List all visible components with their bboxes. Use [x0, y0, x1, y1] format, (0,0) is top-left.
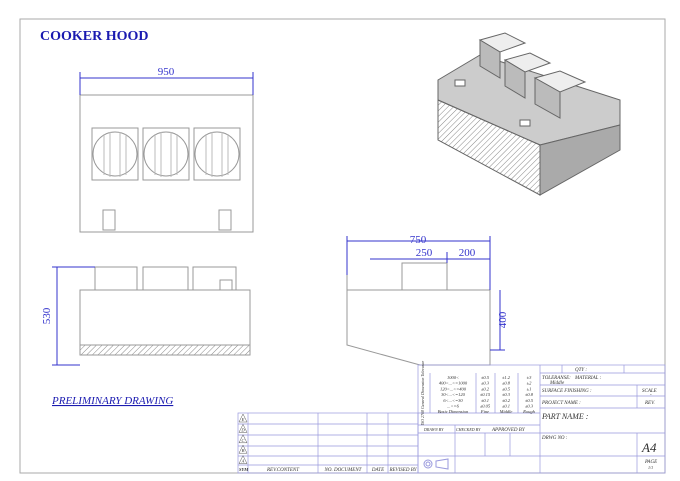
scale-label: SCALE	[642, 389, 657, 394]
tolerance-label: TOLERANSE:	[542, 376, 571, 381]
tolerance-fine: Fine	[480, 409, 489, 414]
revision-triangle-icon	[238, 423, 248, 433]
dim-top-right: 200	[459, 247, 476, 259]
rev-header-revised: REVISED BY	[388, 468, 417, 473]
revision-symbol: A	[241, 459, 245, 464]
part-name-label: PART NAME :	[541, 412, 589, 421]
tolerance-rough: Rough	[522, 409, 535, 414]
title-block-labels: QTY : TOLERANSE: Middle MATERIAL : SURFA…	[423, 368, 657, 470]
rev-header-sym: SYM	[239, 467, 249, 472]
section-view	[346, 236, 505, 366]
tolerance-range: Basic Dimension	[438, 409, 469, 414]
tolerance-fine: ±0.1	[481, 398, 489, 403]
rev-header-content: REV.CONTENT	[266, 468, 300, 473]
rev-label: REV.	[644, 401, 655, 406]
tolerance-range: ...<=6	[447, 404, 459, 409]
dim-side-depth: 400	[497, 311, 509, 328]
scale-value: -	[650, 393, 652, 398]
isometric-view	[437, 32, 621, 196]
tolerance-range: 30<...<=120	[441, 392, 465, 397]
tolerance-rough: ±1	[527, 386, 532, 391]
side-view	[52, 266, 251, 366]
tolerance-middle: ±0.3	[502, 392, 511, 397]
tolerance-fine: ±0.2	[481, 386, 490, 391]
projection-symbol-icon	[423, 458, 449, 470]
tolerance-rough: ±2	[527, 381, 532, 386]
tolerance-rough: ±0.5	[525, 398, 534, 403]
checked-by-label: CHECKED BY	[456, 427, 481, 432]
project-label: PROJECT NAME :	[541, 401, 581, 406]
drawing-number-label: DRWG NO :	[541, 436, 568, 441]
revision-triangle-icon	[238, 413, 248, 423]
tolerance-table: ISO 2768 General Dimension Tolerance	[420, 361, 425, 427]
revision-table	[237, 412, 419, 474]
tolerance-value: Middle	[549, 381, 565, 386]
title-block	[417, 364, 666, 474]
revision-triangle-icon	[238, 434, 248, 444]
preliminary-note: PRELIMINARY DRAWING	[51, 395, 173, 407]
page-value: 1/1	[648, 465, 653, 470]
material-label: MATERIAL :	[574, 376, 602, 381]
tolerance-middle: ±0.5	[502, 386, 511, 391]
surface-label: SURFACE FINISHING :	[542, 389, 592, 394]
tolerance-rough: ±0.8	[525, 392, 534, 397]
dim-top-left: 250	[416, 247, 433, 259]
rev-header-doc: NO. DOCUMENT	[324, 468, 363, 473]
drawn-by-label: DRAWN BY	[423, 427, 444, 432]
tolerance-fine: ±0.5	[481, 375, 490, 380]
rev-header-date: DATE	[371, 468, 384, 473]
tolerance-range: 400<...<=1000	[439, 381, 468, 386]
dim-top-total: 750	[410, 234, 427, 246]
tolerance-fine: ±0.15	[480, 392, 491, 397]
tolerance-rough: ±0.3	[525, 404, 534, 409]
revision-symbol: D	[240, 427, 245, 432]
page-label: PAGE	[644, 460, 657, 465]
tolerance-range: 1000<	[447, 375, 459, 380]
tolerance-side-label: ISO 2768 General Dimension Tolerance	[420, 361, 425, 427]
tolerance-middle: ±0.8	[502, 381, 511, 386]
revision-triangle-icon	[238, 444, 248, 454]
approved-by-label: APPROVED BY	[491, 428, 526, 433]
tolerance-middle: ±0.2	[502, 398, 511, 403]
revision-symbol: B	[242, 448, 245, 453]
paper-size: A4	[641, 440, 657, 455]
drawing-title: COOKER HOOD	[40, 29, 149, 44]
dim-side-height: 530	[41, 307, 53, 324]
tolerance-middle: ±0.1	[502, 404, 510, 409]
tolerance-middle: Middle	[499, 409, 513, 414]
revision-symbol: C	[241, 438, 245, 443]
tolerance-range: 6<...<=30	[443, 398, 463, 403]
revision-triangle-icon	[238, 455, 248, 464]
front-view	[79, 72, 254, 233]
tolerance-fine: ±0.05	[480, 404, 491, 409]
tolerance-rough: ±3	[527, 375, 532, 380]
dim-front-width: 950	[158, 66, 175, 78]
tolerance-range: 120<...<=400	[440, 386, 467, 391]
revision-symbol: E	[241, 417, 245, 422]
qty-label: QTY :	[575, 368, 587, 373]
tolerance-middle: ±1.2	[502, 375, 511, 380]
tolerance-fine: ±0.3	[481, 381, 490, 386]
